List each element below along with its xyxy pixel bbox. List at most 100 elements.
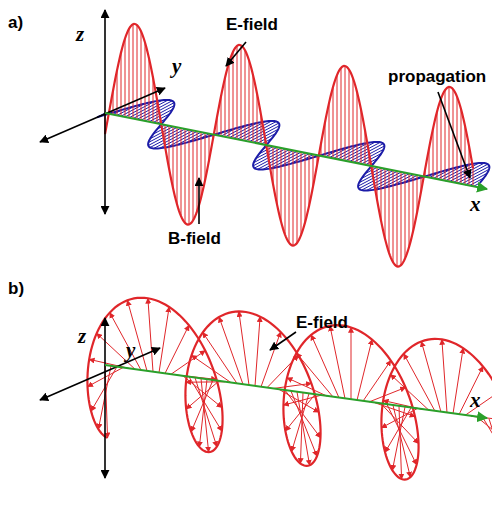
e-field-vector (148, 298, 153, 371)
e-field-hatch (277, 147, 278, 204)
e-field-hatch (349, 70, 350, 162)
e-field-hatch (189, 130, 190, 225)
e-field-vector (442, 339, 447, 412)
leader-arrow (270, 332, 296, 350)
e-field-vector (97, 333, 135, 369)
e-field-hatch (177, 127, 178, 204)
e-field-hatch (453, 89, 454, 182)
e-field-hatch (181, 128, 182, 216)
e-field-vector (351, 327, 352, 399)
e-field-hatch (393, 171, 394, 263)
axis-label: y (126, 340, 135, 361)
e-field-vector (191, 380, 213, 432)
e-field-vector (483, 418, 492, 472)
e-field-vector (219, 317, 243, 384)
e-field-hatch (133, 24, 134, 118)
e-field-vector (489, 419, 492, 488)
e-field-hatch (385, 169, 386, 239)
e-field-hatch (297, 151, 298, 243)
axis-label: x (470, 194, 481, 215)
e-field-hatch (445, 90, 446, 181)
e-field-hatch (433, 129, 434, 179)
e-field-vector (199, 379, 207, 447)
field-label: E-field (226, 16, 278, 33)
e-field-vector (159, 307, 169, 373)
e-field-hatch (381, 168, 382, 220)
e-field-helix (87, 298, 492, 490)
e-field-vector (110, 313, 141, 370)
e-field-vector (195, 378, 217, 447)
e-field-vector (300, 393, 303, 464)
e-field-hatch (441, 99, 442, 181)
e-field-vector (369, 387, 406, 402)
field-label: E-field (296, 314, 348, 331)
e-field-hatch (185, 129, 186, 223)
axis-label: x (470, 390, 481, 411)
e-field-hatch (245, 50, 246, 141)
e-field-hatch (193, 131, 194, 221)
e-field-vector (285, 394, 315, 431)
e-field-vector (239, 311, 249, 385)
e-field-hatch (465, 126, 466, 185)
z-axis (104, 10, 106, 214)
e-field-vector (330, 326, 345, 399)
e-field-vector (291, 391, 317, 456)
e-field-vector (382, 409, 417, 428)
b-field-hatch (345, 142, 380, 161)
e-field-vector (459, 366, 483, 414)
b-field-hatch (362, 171, 397, 190)
e-field-hatch (285, 149, 286, 235)
e-field-vector (165, 325, 189, 373)
e-field-vector (201, 378, 209, 452)
e-field-hatch (249, 60, 250, 142)
leader-arrow (438, 92, 470, 178)
e-field-wave (105, 24, 473, 267)
e-field-hatch (401, 172, 402, 265)
e-field-vector (387, 404, 417, 464)
e-field-hatch (141, 31, 142, 120)
e-field-hatch (337, 75, 338, 159)
e-field-vector (404, 354, 435, 411)
e-field-hatch (341, 68, 342, 160)
e-field-hatch (405, 173, 406, 259)
e-field-hatch (225, 78, 226, 137)
e-field-hatch (301, 152, 302, 235)
panel-label: a) (8, 14, 23, 31)
x-axis (105, 113, 487, 189)
axis-label: z (78, 326, 86, 347)
e-field-hatch (293, 151, 294, 246)
e-field-vector (453, 348, 463, 414)
b-field-hatch (258, 151, 293, 170)
e-field-hatch (197, 131, 198, 211)
e-field-hatch (473, 168, 474, 186)
e-field-hatch (409, 174, 410, 247)
field-label: B-field (168, 230, 221, 247)
axis-label: y (172, 56, 181, 77)
b-field-hatch (241, 122, 276, 141)
e-field-hatch (333, 87, 334, 159)
e-field-vector (311, 335, 339, 398)
e-field-hatch (241, 45, 242, 140)
e-field-hatch (237, 46, 238, 139)
e-field-hatch (309, 154, 310, 206)
e-field-hatch (149, 58, 150, 122)
e-field-vector (255, 317, 260, 386)
e-field-hatch (361, 110, 362, 165)
e-field-hatch (345, 66, 346, 161)
leader-arrow (226, 42, 246, 66)
e-field-hatch (305, 153, 306, 223)
e-field-vector (261, 332, 281, 387)
e-field-vector (393, 405, 410, 477)
y-axis (40, 88, 165, 142)
e-field-hatch (353, 78, 354, 162)
axis-label: z (76, 24, 84, 45)
e-field-hatch (281, 148, 282, 221)
e-field-hatch (461, 109, 462, 184)
leader-arrow (198, 178, 200, 224)
e-field-hatch (397, 171, 398, 266)
e-field-vector (186, 381, 219, 409)
e-field-hatch (357, 92, 358, 164)
e-field-hatch (145, 43, 146, 121)
e-field-hatch (389, 170, 390, 253)
e-field-hatch (201, 132, 202, 198)
